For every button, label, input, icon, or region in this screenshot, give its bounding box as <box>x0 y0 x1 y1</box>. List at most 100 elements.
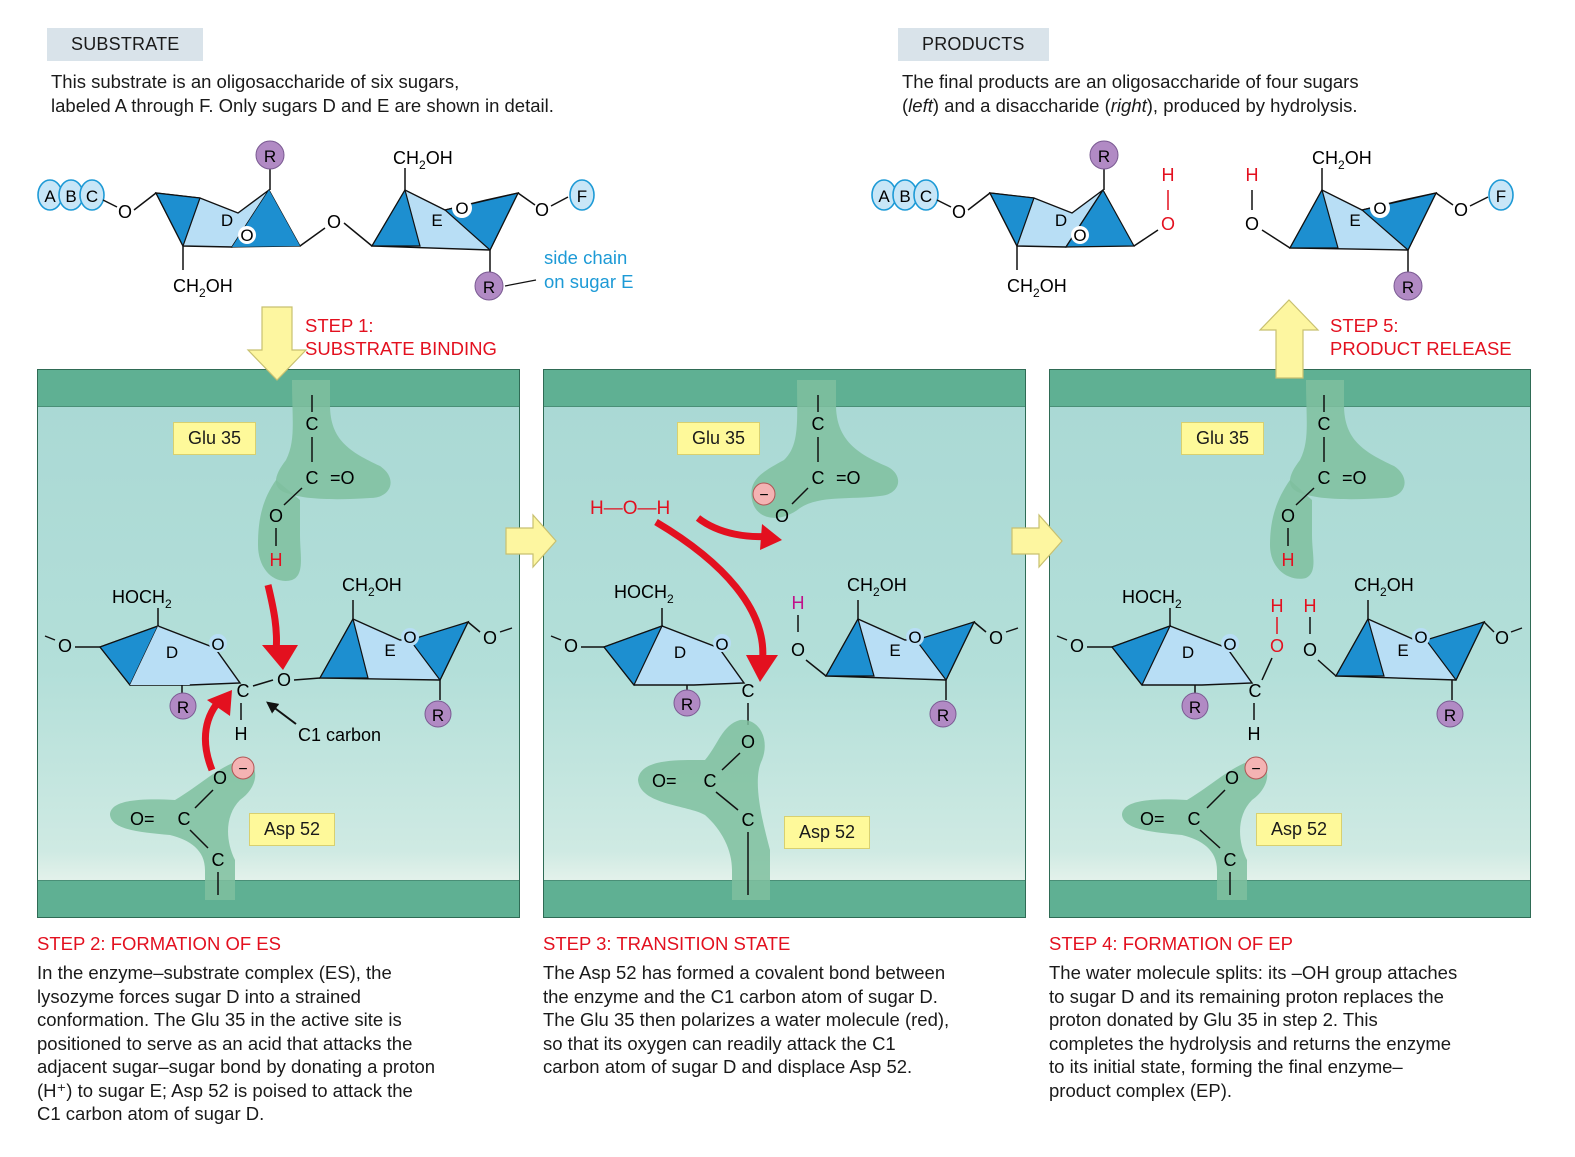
arrow-step2-to-3 <box>505 513 557 569</box>
svg-text:R: R <box>1444 706 1456 725</box>
products-line-2: (left) and a disaccharide (right), produ… <box>902 94 1358 116</box>
svg-text:−: − <box>1251 761 1260 778</box>
svg-text:O: O <box>211 635 224 654</box>
step5-arrow <box>1258 299 1320 379</box>
svg-text:R: R <box>1402 278 1414 297</box>
svg-text:C: C <box>1188 809 1201 829</box>
step1-label: STEP 1:SUBSTRATE BINDING <box>305 315 497 359</box>
step4-title: STEP 4: FORMATION OF EP <box>1049 933 1293 954</box>
product-left-molecule: A B C O D O R CH2OH O H <box>871 140 1175 300</box>
side-chain-note: side chain on sugar E <box>544 247 634 292</box>
svg-text:O: O <box>240 226 253 245</box>
svg-text:O=: O= <box>652 771 677 791</box>
svg-text:H: H <box>1282 550 1295 570</box>
svg-text:C: C <box>742 810 755 830</box>
panel2-drawing: C C =O O − H—O—H O D O HOCH2 R C H O <box>550 380 1019 900</box>
svg-text:CH2OH: CH2OH <box>342 575 402 599</box>
svg-text:F: F <box>577 187 587 206</box>
step2-title: STEP 2: FORMATION OF ES <box>37 933 281 954</box>
svg-text:O: O <box>952 202 966 222</box>
svg-text:H: H <box>1162 165 1175 185</box>
svg-text:C: C <box>306 414 319 434</box>
svg-text:D: D <box>1055 211 1067 230</box>
svg-text:B: B <box>899 187 910 206</box>
sugar-d: D O <box>154 188 302 248</box>
svg-text:F: F <box>1496 187 1506 206</box>
svg-text:C: C <box>812 468 825 488</box>
svg-text:O=: O= <box>130 809 155 829</box>
svg-text:R: R <box>432 706 444 725</box>
svg-text:CH2OH: CH2OH <box>847 575 907 599</box>
svg-text:O=: O= <box>1140 809 1165 829</box>
svg-text:C: C <box>1318 414 1331 434</box>
substrate-line-2: labeled A through F. Only sugars D and E… <box>51 94 554 116</box>
svg-text:O: O <box>1414 628 1427 647</box>
svg-text:E: E <box>1397 641 1408 660</box>
svg-text:C: C <box>1249 681 1262 701</box>
svg-text:O: O <box>213 768 227 788</box>
substrate-molecule: A B C O D O R CH2OH O E <box>37 140 595 301</box>
asp52-label-panel3: Asp 52 <box>1256 813 1343 846</box>
products-tag: PRODUCTS <box>898 28 1049 61</box>
panel1-drawing: C C =O O H O D O HOCH2 R C H O E O <box>44 380 513 900</box>
svg-text:D: D <box>166 643 178 662</box>
svg-text:O: O <box>791 640 805 660</box>
svg-text:H: H <box>270 550 283 570</box>
svg-text:H: H <box>1304 596 1317 616</box>
svg-text:C: C <box>812 414 825 434</box>
svg-text:−: − <box>759 487 768 504</box>
svg-text:B: B <box>65 187 76 206</box>
svg-text:O: O <box>715 635 728 654</box>
products-description: The final products are an oligosaccharid… <box>902 70 1359 117</box>
svg-text:R: R <box>483 278 495 297</box>
svg-text:E: E <box>384 641 395 660</box>
svg-text:O: O <box>327 212 341 232</box>
step1-arrow <box>246 306 308 381</box>
product-right-molecule: H O E O CH2OH R O F <box>1245 148 1514 301</box>
asp52-label-panel1: Asp 52 <box>249 813 336 846</box>
svg-text:O: O <box>1373 199 1386 218</box>
svg-text:R: R <box>681 695 693 714</box>
svg-text:R: R <box>1098 147 1110 166</box>
svg-text:CH2OH: CH2OH <box>1354 575 1414 599</box>
svg-text:O: O <box>403 628 416 647</box>
svg-text:C: C <box>237 681 250 701</box>
glu35-label-panel3: Glu 35 <box>1181 422 1265 455</box>
arrow-step3-to-4 <box>1011 513 1063 569</box>
svg-text:H: H <box>235 724 248 744</box>
svg-text:D: D <box>674 643 686 662</box>
svg-text:A: A <box>878 187 890 206</box>
svg-text:D: D <box>1182 643 1194 662</box>
sugar-chain-abc: A B C <box>37 179 105 211</box>
svg-text:H: H <box>1246 165 1259 185</box>
svg-text:R: R <box>177 698 189 717</box>
svg-text:O: O <box>1454 200 1468 220</box>
svg-text:O: O <box>118 202 132 222</box>
ch2oh-d-top: CH2OH <box>173 276 233 300</box>
svg-text:O: O <box>535 200 549 220</box>
svg-text:R: R <box>937 706 949 725</box>
svg-text:E: E <box>1349 211 1360 230</box>
svg-text:=O: =O <box>836 468 861 488</box>
step2-caption: In the enzyme–substrate complex (ES), th… <box>37 962 436 1124</box>
svg-text:−: − <box>238 761 247 778</box>
panel3-drawing: C C =O O H O D O HOCH2 R C H O H H O <box>1056 380 1523 900</box>
svg-text:O: O <box>277 670 291 690</box>
svg-text:O: O <box>58 636 72 656</box>
svg-text:HOCH2: HOCH2 <box>614 582 674 606</box>
sugar-e: E O <box>370 188 520 251</box>
step3-title: STEP 3: TRANSITION STATE <box>543 933 791 954</box>
svg-text:H: H <box>792 593 805 613</box>
svg-text:C: C <box>306 468 319 488</box>
svg-text:R: R <box>1189 698 1201 717</box>
svg-text:=O: =O <box>1342 468 1367 488</box>
svg-text:O: O <box>455 199 468 218</box>
svg-text:CH2OH: CH2OH <box>1312 148 1372 172</box>
water-molecule: H—O—H <box>590 498 670 519</box>
svg-text:HOCH2: HOCH2 <box>112 587 172 611</box>
products-line-1: The final products are an oligosaccharid… <box>902 71 1359 92</box>
svg-text:O: O <box>1225 768 1239 788</box>
step4-caption: The water molecule splits: its –OH group… <box>1049 962 1458 1101</box>
svg-text:O: O <box>1073 226 1086 245</box>
